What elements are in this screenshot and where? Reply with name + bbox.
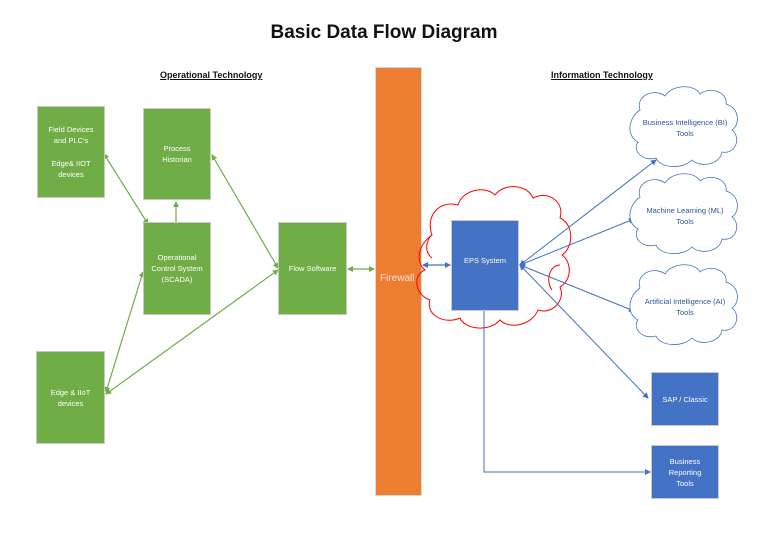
ml-tools-label: Machine Learning (ML) Tools (632, 196, 738, 236)
process-historian-node[interactable]: Process Historian (143, 108, 211, 200)
ai-tools-label-1: Artificial Intelligence (AI) (644, 297, 726, 306)
flow-software-label: Flow Software (288, 264, 337, 273)
ml-tools-label-2: Tools (676, 217, 694, 226)
connector-eps-sap[interactable] (519, 264, 649, 399)
section-label-ot: Operational Technology (160, 70, 263, 80)
process-historian-label-2: Historian (162, 155, 192, 164)
connector-eps-ml[interactable] (519, 218, 635, 266)
section-label-it: Information Technology (551, 70, 653, 80)
ml-tools-label-1: Machine Learning (ML) (646, 206, 724, 215)
scada-label-2: Control System (151, 264, 203, 273)
business-reporting-label-1: Business (669, 456, 701, 466)
cloud-detail (426, 234, 433, 259)
connector-historian-flow[interactable] (211, 154, 279, 269)
bi-tools-label-1: Business Intelligence (BI) (642, 118, 728, 127)
field-devices-label-3: Edge& IIOT (51, 159, 91, 168)
connector-eps-ai[interactable] (519, 264, 635, 312)
edge-iiot-label-2: devices (57, 398, 84, 408)
ai-tools-label-2: Tools (676, 308, 694, 317)
business-reporting-label-3: Tools (676, 478, 694, 488)
ai-tools-cloud[interactable] (629, 264, 738, 345)
connector-field-scada[interactable] (103, 153, 149, 225)
process-historian-label-1: Process (163, 144, 191, 153)
firewall-node[interactable] (375, 67, 422, 496)
scada-label-1: Operational (157, 253, 197, 262)
bi-tools-label: Business Intelligence (BI) Tools (632, 108, 738, 148)
field-devices-label-2: and PLC's (53, 136, 89, 145)
edge-iiot-node[interactable]: Edge & IIoT devices (36, 351, 105, 444)
sap-classic-label: SAP / Classic (662, 394, 708, 404)
ml-tools-cloud[interactable] (629, 173, 738, 254)
field-devices-label-1: Field Devices (48, 125, 94, 134)
business-reporting-label-2: Reporting (668, 467, 702, 477)
diagram-title: Basic Data Flow Diagram (270, 22, 498, 43)
connector-eps-reporting[interactable] (483, 310, 651, 475)
field-devices-node[interactable]: Field Devices and PLC's Edge& IIOT devic… (37, 106, 105, 198)
ai-tools-label: Artificial Intelligence (AI) Tools (632, 287, 738, 327)
connector-edge-flow[interactable] (105, 269, 279, 395)
bi-tools-label-2: Tools (676, 129, 694, 138)
scada-label-3: (SCADA) (161, 275, 193, 284)
connector-edge-scada[interactable] (104, 271, 145, 393)
bi-tools-cloud[interactable] (629, 86, 738, 167)
eps-system-label: EPS System (463, 256, 507, 265)
edge-iiot-label-1: Edge & IIoT (50, 387, 91, 397)
business-reporting-node[interactable]: Business Reporting Tools (651, 445, 719, 499)
sap-classic-node[interactable]: SAP / Classic (651, 372, 719, 426)
firewall-label: Firewall (380, 273, 415, 284)
eps-system-node[interactable]: EPS System (451, 220, 519, 311)
field-devices-label-4: devices (58, 170, 84, 179)
flow-software-node[interactable]: Flow Software (278, 222, 347, 315)
scada-node[interactable]: Operational Control System (SCADA) (143, 222, 211, 315)
